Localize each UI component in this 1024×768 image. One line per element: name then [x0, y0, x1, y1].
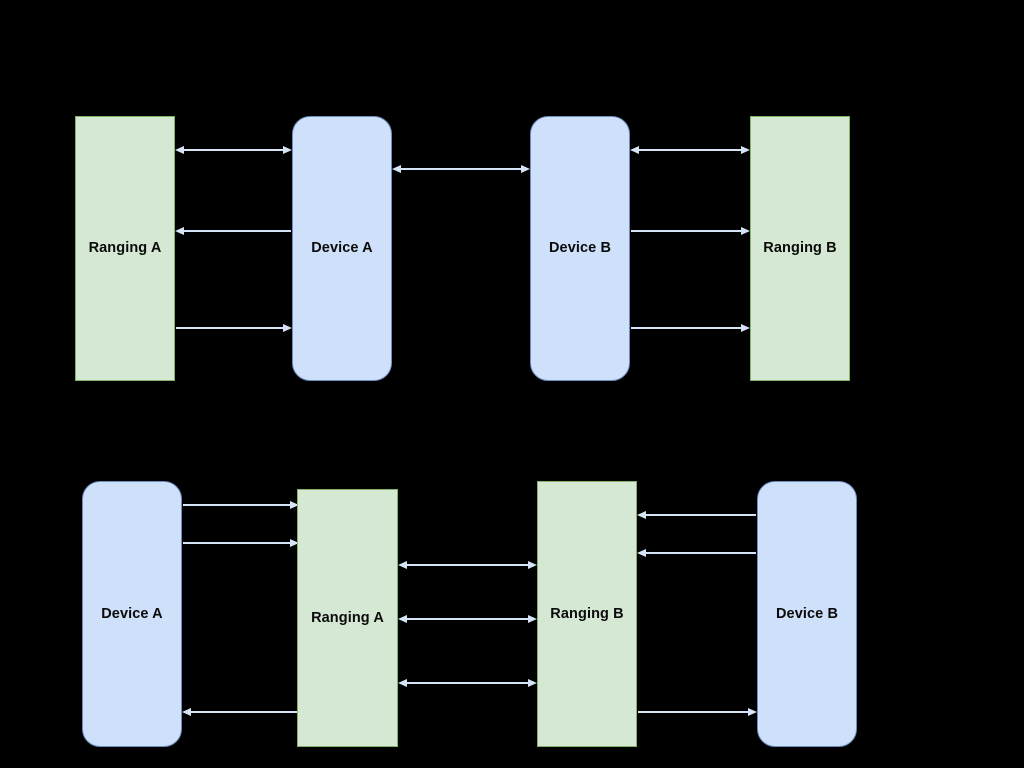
node-bot-device-a[interactable]: Device A: [82, 481, 182, 747]
arrow-shaft: [406, 682, 529, 685]
arrow-bot-ranging-a-to-bot-device-a: [182, 708, 298, 716]
arrowhead-left-icon: [637, 549, 646, 557]
arrow-shaft: [183, 504, 291, 507]
arrowhead-left-icon: [398, 615, 407, 623]
arrowhead-right-icon: [528, 561, 537, 569]
arrowhead-left-icon: [182, 708, 191, 716]
arrow-shaft: [645, 514, 756, 517]
arrow-shaft: [190, 711, 298, 714]
arrow-shaft: [638, 711, 749, 714]
arrow-bot-device-b-to-bot-ranging-b: [637, 549, 756, 557]
node-label: Device A: [101, 605, 163, 622]
arrow-bot-device-b-to-bot-ranging-b: [637, 511, 756, 519]
arrowhead-left-icon: [398, 561, 407, 569]
arrowhead-left-icon: [398, 679, 407, 687]
node-bot-ranging-a[interactable]: Ranging A: [297, 489, 398, 747]
arrow-shaft: [406, 564, 529, 567]
arrow-bot-ranging-a-to-bot-ranging-b: [398, 615, 537, 623]
arrow-bot-device-a-to-bot-ranging-a: [183, 501, 299, 509]
arrow-shaft: [183, 542, 291, 545]
node-label: Ranging B: [550, 605, 624, 622]
arrowhead-right-icon: [748, 708, 757, 716]
arrow-shaft: [645, 552, 756, 555]
arrow-shaft: [406, 618, 529, 621]
node-bot-device-b[interactable]: Device B: [757, 481, 857, 747]
node-label: Ranging A: [311, 609, 384, 626]
arrow-bot-ranging-a-to-bot-ranging-b: [398, 561, 537, 569]
arrow-bot-device-a-to-bot-ranging-a: [183, 539, 299, 547]
arrowhead-right-icon: [528, 679, 537, 687]
arrowhead-left-icon: [637, 511, 646, 519]
arrow-bot-ranging-b-to-bot-device-b: [638, 708, 757, 716]
node-bot-ranging-b[interactable]: Ranging B: [537, 481, 637, 747]
node-label: Device B: [775, 605, 839, 622]
arrow-bot-ranging-a-to-bot-ranging-b: [398, 679, 537, 687]
arrowhead-right-icon: [528, 615, 537, 623]
